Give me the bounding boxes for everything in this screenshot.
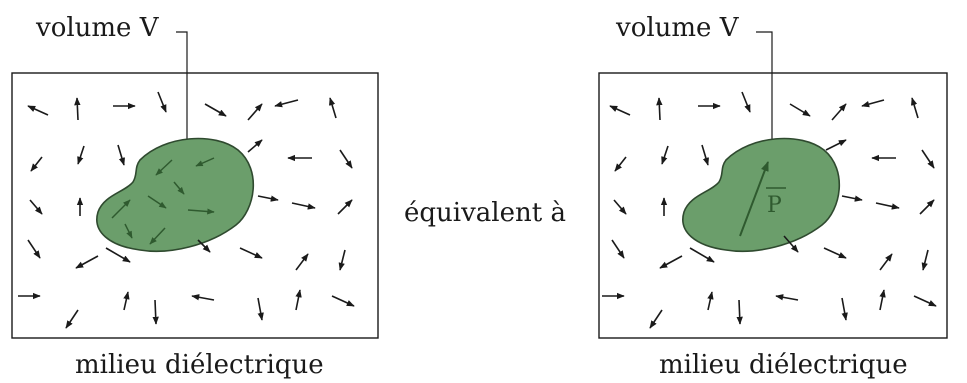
inner-dipole-arrow — [147, 195, 167, 209]
dipole-arrow — [105, 247, 131, 263]
dipole-arrow — [247, 103, 263, 121]
dipole-arrow — [191, 294, 215, 301]
dipole-arrow — [825, 139, 847, 151]
dipole-arrow — [339, 149, 353, 169]
dipole-arrow — [656, 97, 663, 121]
left-medium-label: milieu diélectrique — [75, 350, 324, 380]
left-panel: volume V — [11, 13, 379, 380]
dipole-arrow — [331, 295, 355, 307]
left-volume-region — [96, 137, 254, 253]
dipole-arrow — [841, 195, 863, 202]
dipole-arrow — [921, 249, 929, 271]
dipole-arrow — [257, 297, 264, 321]
dipole-arrow — [329, 97, 337, 119]
left-inner-dipole-arrows — [111, 157, 215, 245]
right-medium-box — [598, 72, 948, 339]
dipole-arrow — [152, 299, 159, 325]
dipole-arrow — [921, 149, 935, 169]
dipole-arrow — [257, 195, 279, 202]
dipole-arrow — [689, 247, 715, 263]
dipole-arrow — [117, 144, 125, 166]
dipole-arrow — [659, 255, 683, 269]
dipole-arrow — [338, 249, 346, 271]
inner-dipole-arrow — [195, 157, 215, 167]
dipole-arrow — [611, 239, 625, 259]
dipole-arrow — [879, 289, 886, 311]
dipole-arrow — [919, 199, 935, 215]
dipole-arrow — [701, 144, 709, 166]
dipole-arrow — [274, 99, 299, 108]
dipole-arrow — [783, 235, 799, 253]
dipole-arrow — [913, 295, 937, 307]
inner-dipole-arrow — [124, 223, 133, 239]
polarization-vector — [739, 161, 769, 237]
dipole-arrow — [197, 239, 211, 253]
dipole-arrow — [613, 199, 627, 215]
dipole-arrow — [911, 97, 919, 119]
left-dipole-arrows — [18, 91, 355, 329]
dipole-arrow — [74, 97, 81, 121]
dipole-arrow — [614, 156, 627, 172]
dipole-arrow — [609, 105, 631, 116]
right-panel: volume V P — [598, 13, 948, 380]
inner-dipole-arrow — [173, 181, 185, 195]
dipole-arrow — [75, 255, 99, 269]
dipole-arrow — [736, 299, 743, 325]
dipole-arrow — [337, 199, 353, 215]
dipole-arrow — [157, 91, 167, 113]
dipole-arrow — [123, 291, 130, 311]
dipole-arrow — [841, 297, 848, 321]
dipole-arrow — [661, 145, 669, 165]
right-medium-label: milieu diélectrique — [659, 350, 908, 380]
dipole-arrow — [861, 99, 885, 108]
dipole-arrow — [823, 247, 847, 259]
right-volume-label: volume V — [615, 13, 740, 43]
dipole-arrow — [239, 247, 263, 259]
dipole-arrow — [27, 105, 49, 116]
left-volume-label: volume V — [35, 13, 160, 43]
inner-dipole-arrow — [149, 227, 166, 245]
dipole-arrow — [247, 139, 263, 153]
dipole-arrow — [30, 156, 43, 172]
dipole-arrow — [741, 91, 751, 113]
dipole-arrow — [775, 294, 799, 301]
polarization-vector-label: P — [767, 193, 782, 218]
dipole-arrow — [204, 103, 227, 117]
dipole-arrow — [875, 202, 900, 210]
dipole-arrow — [295, 289, 302, 311]
dipole-arrow — [65, 309, 79, 329]
inner-dipole-arrow — [155, 159, 173, 176]
dipole-arrow — [29, 199, 43, 215]
inner-dipole-arrow — [187, 208, 215, 215]
dipole-arrow — [831, 103, 847, 121]
left-medium-box — [11, 72, 379, 339]
equivalence-label: équivalent à — [404, 198, 566, 228]
dipole-arrow — [291, 202, 316, 210]
dipole-arrow — [649, 309, 663, 329]
dipole-arrow — [77, 145, 85, 165]
dipole-arrow — [27, 239, 41, 259]
right-dipole-arrows — [602, 91, 937, 329]
right-volume-leader — [756, 31, 773, 140]
dipole-arrow — [707, 291, 714, 311]
dipole-arrow — [789, 103, 811, 117]
dipole-arrow — [295, 253, 309, 271]
left-volume-leader — [176, 31, 188, 140]
dipole-arrow — [879, 253, 893, 271]
right-volume-region — [682, 137, 840, 253]
inner-dipole-arrow — [111, 199, 131, 219]
